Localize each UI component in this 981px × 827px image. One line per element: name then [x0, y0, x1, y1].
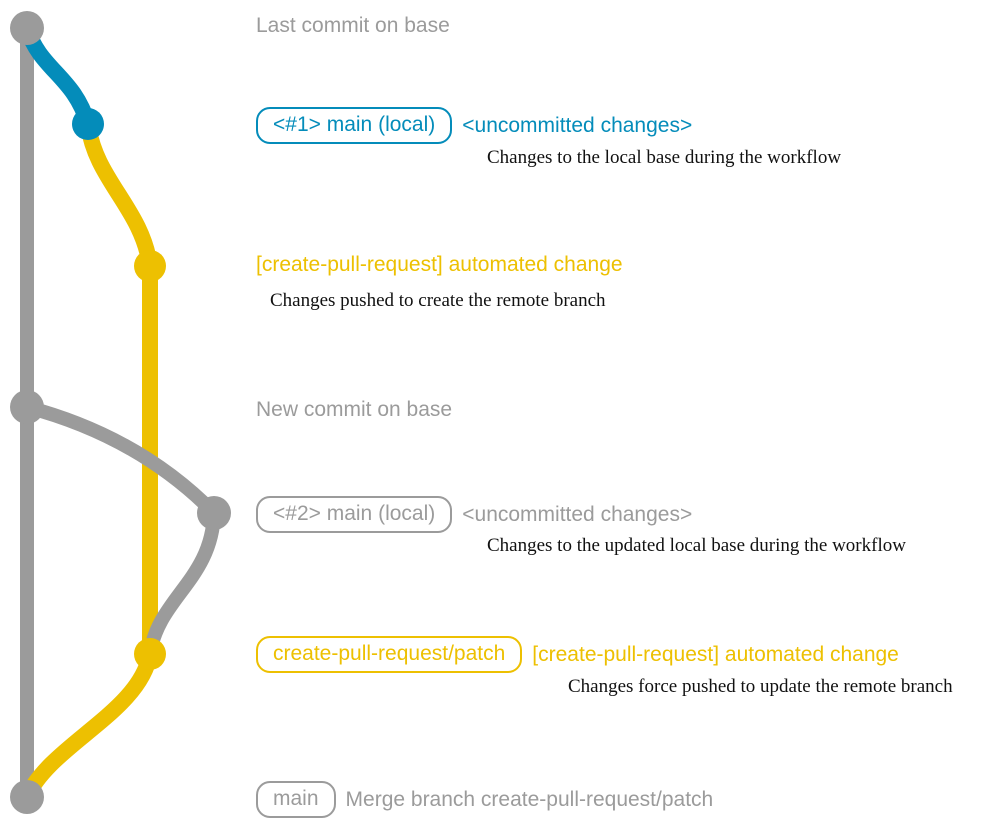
caption-local-change-1: Changes to the local base during the wor…: [487, 147, 842, 168]
annotation-local-change-1: <#1> main (local) <uncommitted changes>: [256, 107, 692, 144]
caption-remote-create-branch: Changes pushed to create the remote bran…: [270, 290, 606, 311]
commit-message-force-push: [create-pull-request] automated change: [532, 643, 899, 666]
annotation-remote-force-push: create-pull-request/patch [create-pull-r…: [256, 636, 899, 673]
edge-local-2-to-patch-2: [143, 506, 221, 661]
annotation-last-commit-on-base: Last commit on base: [256, 15, 450, 36]
commit-node-base-last-commit[interactable]: [10, 11, 44, 45]
edge-base-new-to-local-2: [20, 400, 221, 520]
annotation-new-commit-on-base: New commit on base: [256, 399, 452, 420]
caption-local-change-2: Changes to the updated local base during…: [487, 535, 906, 556]
commit-node-patch-commit-2[interactable]: [134, 638, 166, 670]
headline-last-commit-on-base: Last commit on base: [256, 14, 450, 37]
annotation-merge-commit: main Merge branch create-pull-request/pa…: [256, 781, 713, 818]
branch-pill-local-1[interactable]: <#1> main (local): [256, 107, 453, 144]
commit-node-base-new-commit[interactable]: [10, 390, 44, 424]
commit-message-local-2: <uncommitted changes>: [462, 503, 693, 526]
headline-new-commit-on-base: New commit on base: [256, 398, 453, 421]
commit-node-base-merge[interactable]: [10, 780, 44, 814]
commit-message-local-1: <uncommitted changes>: [462, 114, 693, 137]
edge-patch-2-to-merge: [19, 646, 158, 805]
annotation-local-change-2: <#2> main (local) <uncommitted changes>: [256, 496, 692, 533]
edge-local-1-to-patch-1: [80, 116, 158, 274]
headline-remote-create-branch: [create-pull-request] automated change: [256, 253, 623, 276]
annotation-remote-create-branch: [create-pull-request] automated change: [256, 254, 623, 275]
commit-node-local-commit-1[interactable]: [72, 108, 104, 140]
commit-nodes: [10, 11, 231, 814]
commit-message-merge: Merge branch create-pull-request/patch: [345, 788, 714, 811]
branch-pill-local-2[interactable]: <#2> main (local): [256, 496, 453, 533]
branch-pill-create-pull-request-patch[interactable]: create-pull-request/patch: [256, 636, 523, 673]
branch-pill-main[interactable]: main: [256, 781, 336, 818]
caption-remote-force-push: Changes force pushed to update the remot…: [568, 676, 953, 697]
commit-node-patch-commit-1[interactable]: [134, 250, 166, 282]
commit-node-local-commit-2[interactable]: [197, 496, 231, 530]
